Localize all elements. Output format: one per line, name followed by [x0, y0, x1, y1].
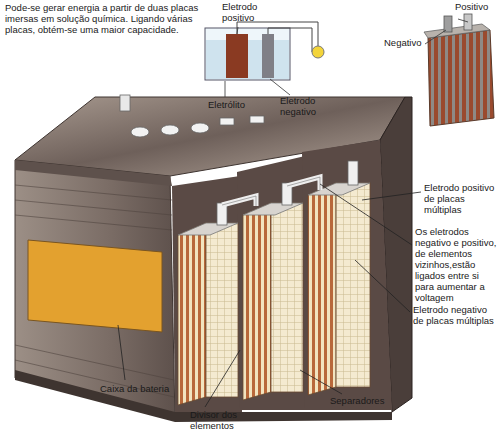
part-label: Os eletrodos negativo e positivo, de ele…	[415, 227, 497, 303]
part-label: Eletrodo negativo	[280, 96, 335, 118]
part-label: Eletrodo negativo de placas múltiplas	[413, 305, 497, 327]
part-label: Negativo	[384, 38, 426, 49]
battery-body	[15, 95, 412, 422]
part-label: Separadores	[330, 396, 400, 407]
part-label: Eletrodo positivo	[222, 2, 272, 24]
part-label: Caixa da bateria	[100, 384, 190, 395]
plate-block	[424, 14, 494, 126]
part-label: Divisor dos elementos	[190, 410, 250, 432]
battery-cells	[172, 140, 392, 412]
simple-cell	[205, 22, 324, 98]
note-text: Pode-se gerar energia a partir de duas p…	[5, 3, 200, 36]
leader-lines	[118, 184, 421, 407]
part-label: Eletrólito	[208, 100, 268, 111]
part-label: Positivo	[455, 2, 497, 13]
part-label: Eletrodo positivo de placas múltiplas	[424, 183, 496, 216]
